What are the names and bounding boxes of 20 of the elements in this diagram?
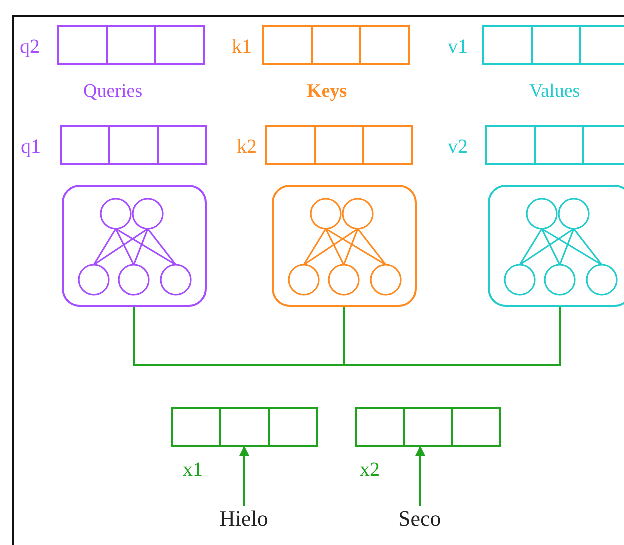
vector-label: x2 <box>360 459 380 481</box>
vector-label: k2 <box>237 136 257 158</box>
group-label: Values <box>530 81 580 103</box>
vector-label: q1 <box>21 136 41 158</box>
input-word: Seco <box>398 506 442 532</box>
vector-label: v1 <box>448 36 468 58</box>
network-box <box>272 185 417 307</box>
vector-label: v2 <box>448 136 468 158</box>
group-label: Queries <box>84 81 143 103</box>
vector-label: x1 <box>183 459 203 481</box>
network-box <box>488 185 624 307</box>
vector-label: q2 <box>20 36 40 58</box>
arrow <box>416 446 426 506</box>
arrow <box>240 446 250 506</box>
connector-line <box>344 307 562 366</box>
vector-label: k1 <box>232 36 252 58</box>
input-word: Hielo <box>220 506 268 532</box>
network-box <box>62 185 207 307</box>
connector-line <box>134 307 346 366</box>
group-label: Keys <box>307 81 348 103</box>
